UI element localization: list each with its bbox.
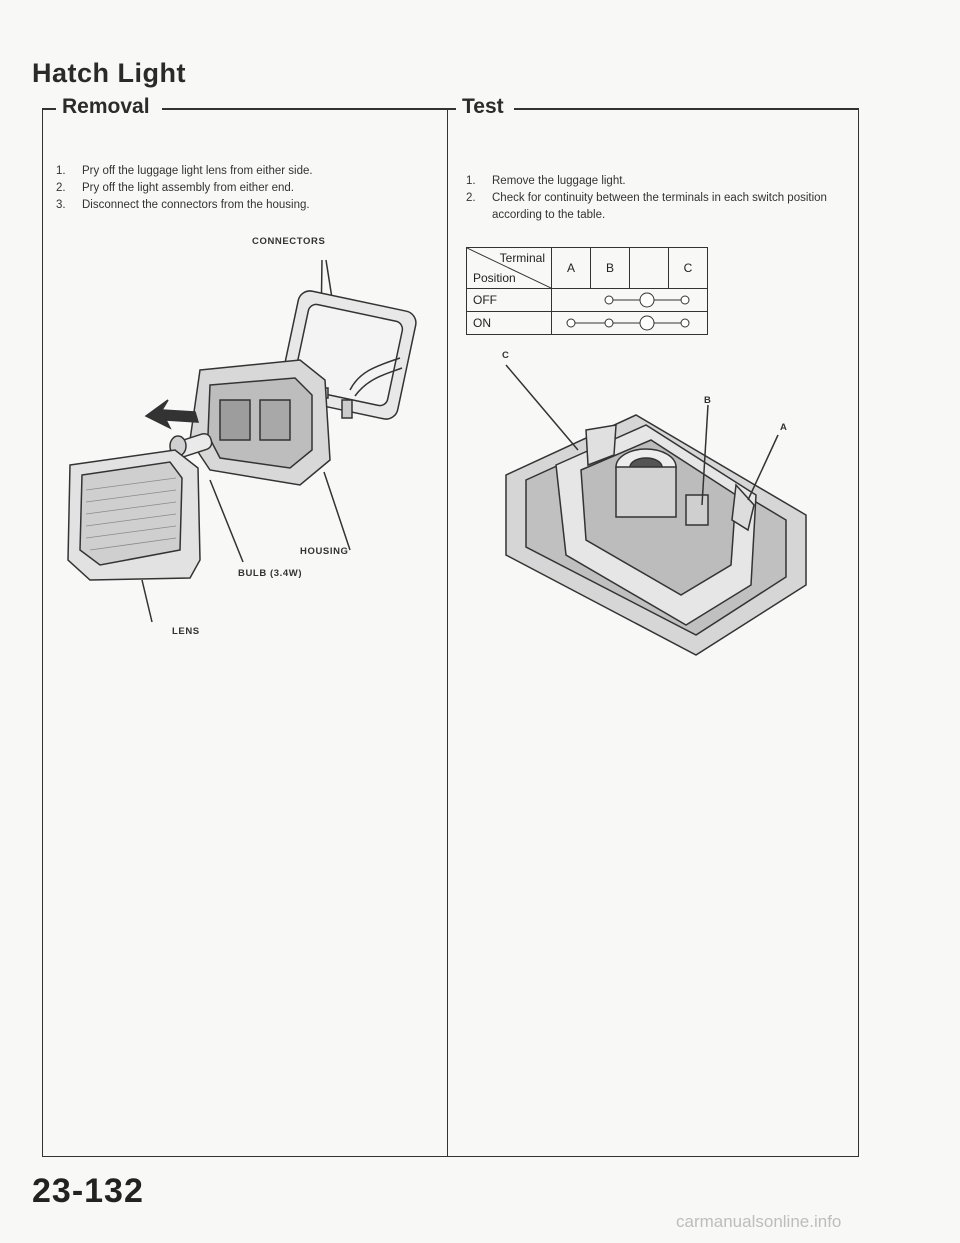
removal-step: 2. Pry off the light assembly from either… [56,180,436,197]
table-corner-cell: Terminal Position [466,247,552,289]
hatch-light-exploded-diagram [67,259,417,623]
step-number: 2. [466,192,476,204]
page-number: 23-132 [32,1172,144,1210]
test-top-rule-right [514,108,858,110]
step-text: Check for continuity between the termina… [492,192,827,221]
removal-steps: 1. Pry off the luggage light lens from ei… [56,163,436,214]
column-header [629,247,669,289]
column-header: C [668,247,708,289]
watermark: carmanualsonline.info [676,1212,842,1231]
removal-heading: Removal [56,95,156,119]
continuity-table: Terminal Position A B C OFF ON [466,247,708,335]
table-row: ON [466,311,708,335]
step-number: 3. [56,199,66,211]
label-connectors: CONNECTORS [252,236,326,247]
table-row: OFF [466,288,708,312]
label-lens: LENS [172,626,200,637]
column-header: A [551,247,591,289]
removal-top-rule-right [162,108,446,110]
removal-section-box [42,108,448,1157]
on-continuity-symbol [566,315,690,331]
removal-step: 1. Pry off the luggage light lens from ei… [56,163,436,180]
label-terminal-c: C [502,350,510,361]
column-header: B [590,247,630,289]
removal-top-rule-left [42,108,60,110]
step-text: Pry off the light assembly from either e… [82,182,294,194]
position-cell: ON [466,311,552,335]
step-number: 1. [466,175,476,187]
label-housing: HOUSING [300,546,349,557]
corner-position-label: Position [473,271,516,285]
step-text: Pry off the luggage light lens from eith… [82,165,313,177]
test-section-box [446,108,859,1157]
test-step: 1. Remove the luggage light. [466,173,846,190]
step-text: Disconnect the connectors from the housi… [82,199,310,211]
on-continuity-cell [551,311,708,335]
step-number: 2. [56,182,66,194]
off-continuity-cell [551,288,708,312]
table-header-row: Terminal Position A B C [466,247,708,289]
off-continuity-symbol [604,292,690,308]
removal-step: 3. Disconnect the connectors from the hou… [56,197,436,214]
label-bulb: BULB (3.4W) [238,568,303,579]
step-number: 1. [56,165,66,177]
test-step: 2. Check for continuity between the termi… [466,190,846,224]
test-steps: 1. Remove the luggage light. 2. Check for … [466,173,846,224]
test-heading: Test [456,95,510,119]
hatch-light-switch-diagram [505,364,807,656]
position-cell: OFF [466,288,552,312]
label-terminal-b: B [704,395,712,406]
step-text: Remove the luggage light. [492,175,626,187]
corner-terminal-label: Terminal [499,251,545,265]
label-terminal-a: A [780,422,788,433]
test-top-rule-left [446,108,460,110]
corner-diagonal [467,248,551,288]
page-title: Hatch Light [32,58,186,88]
